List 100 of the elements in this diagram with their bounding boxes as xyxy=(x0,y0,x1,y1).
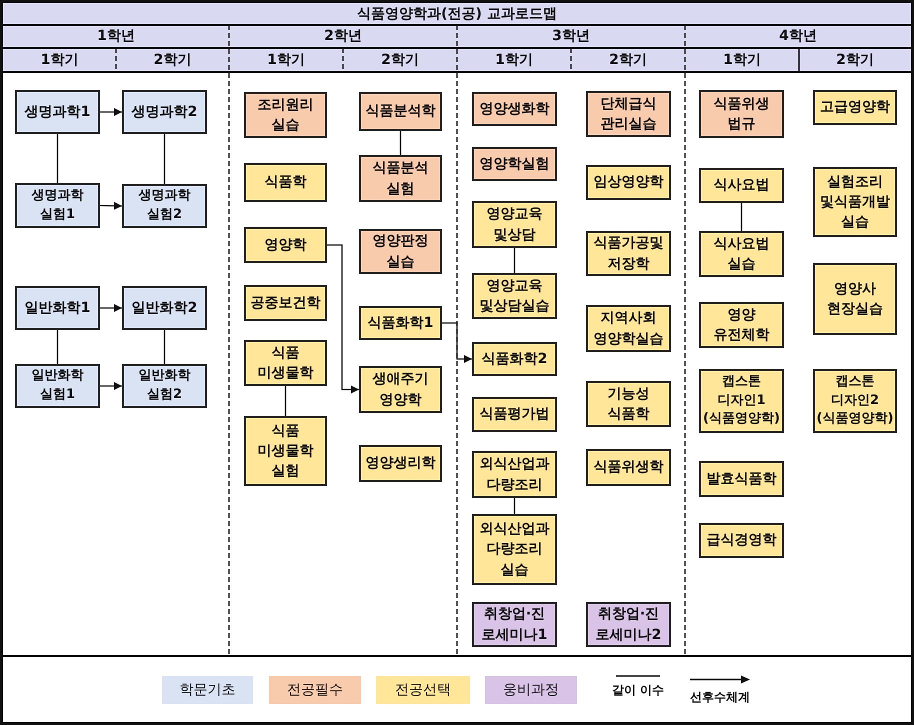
legend-key: 웅비과정 xyxy=(485,676,577,704)
arrow xyxy=(442,322,472,363)
course-name: 생명과학1 xyxy=(24,102,90,122)
year-header: 2학년 xyxy=(324,28,362,45)
course-name: 조리원리 실습 xyxy=(258,96,314,135)
course-box xyxy=(359,445,442,482)
course-name: 식사요법 실습 xyxy=(714,234,770,274)
connector-line xyxy=(514,498,516,514)
course-name: 캡스톤 디자인1 (식품영양학) xyxy=(703,372,780,428)
course-name: 식품평가법 xyxy=(480,405,550,424)
semester-header: 1학기 xyxy=(495,52,533,68)
course-box xyxy=(244,416,327,486)
course-name: 임상영양학 xyxy=(594,173,664,192)
course-name: 생명과학2 xyxy=(132,102,198,122)
course-box xyxy=(359,92,442,131)
connector-line xyxy=(740,203,742,231)
course-box xyxy=(359,229,442,274)
course-box xyxy=(359,155,442,202)
course-box xyxy=(472,514,557,585)
course-box xyxy=(122,90,207,134)
course-name: 영양생리학 xyxy=(366,454,436,474)
connector-line xyxy=(164,134,166,184)
course-box xyxy=(15,364,100,408)
course-name: 캡스톤 디자인2 (식품영양학) xyxy=(816,372,894,428)
course-name: 발효식품학 xyxy=(706,470,776,489)
course-name: 단체급식 관리실습 xyxy=(600,94,656,134)
course-name: 영양사 현장실습 xyxy=(827,280,883,319)
legend-label: 선후수체계 xyxy=(690,690,750,704)
course-box xyxy=(244,163,327,202)
arrow xyxy=(327,244,359,394)
course-name: 외식산업과 다량조리 실습 xyxy=(480,520,550,580)
arrow xyxy=(100,382,122,390)
course-name: 취창업·진로세미나2 xyxy=(594,605,662,644)
legend-key: 전공선택 xyxy=(376,676,470,704)
course-box xyxy=(699,461,784,497)
course-box xyxy=(122,286,207,330)
course-name: 식품 미생물학 실험 xyxy=(258,422,314,482)
course-box xyxy=(472,342,557,376)
course-name: 지역사회 영양학실습 xyxy=(594,309,664,348)
course-name: 고급영양학 xyxy=(820,98,890,118)
course-name: 일반화학 실험1 xyxy=(32,367,84,404)
connector-line xyxy=(56,330,58,364)
legend-key: 학문기초 xyxy=(162,676,253,704)
year-header: 1학년 xyxy=(97,28,135,45)
course-box xyxy=(244,285,327,321)
course-box xyxy=(244,227,327,263)
course-name: 기능성 식품학 xyxy=(608,384,650,424)
course-name: 식품분석학 xyxy=(366,102,436,122)
semester-header: 2학기 xyxy=(381,52,419,68)
arrow xyxy=(100,202,122,210)
course-box xyxy=(472,602,557,647)
course-box xyxy=(699,302,784,348)
course-box xyxy=(472,451,557,498)
semester-header: 1학기 xyxy=(723,52,761,68)
year-header: 3학년 xyxy=(552,28,590,45)
course-name: 영양교육 및상담실습 xyxy=(480,276,550,316)
course-box xyxy=(699,523,784,558)
arrow xyxy=(100,304,122,312)
course-name: 일반화학1 xyxy=(24,298,90,318)
course-box xyxy=(586,165,671,200)
course-box xyxy=(244,340,327,386)
course-name: 일반화학 실험2 xyxy=(138,367,190,404)
course-box xyxy=(472,201,557,248)
course-box xyxy=(699,168,784,203)
course-name: 식품 미생물학 xyxy=(258,344,314,383)
course-box xyxy=(472,92,557,126)
course-name: 식품화학2 xyxy=(482,350,548,369)
course-box xyxy=(813,90,897,125)
connector-line xyxy=(284,386,286,416)
connector-line xyxy=(514,248,516,273)
course-box xyxy=(813,167,897,237)
course-box xyxy=(472,273,557,319)
arrow xyxy=(100,108,122,116)
course-box xyxy=(813,263,897,335)
legend-label: 같이 이수 xyxy=(612,683,664,698)
course-name: 식품화학1 xyxy=(368,314,434,333)
course-name: 식품분석 실험 xyxy=(372,159,428,198)
course-box xyxy=(586,305,671,352)
course-box xyxy=(586,91,671,137)
connector-line xyxy=(164,330,166,364)
course-box xyxy=(472,397,557,432)
course-name: 영양교육 및상담 xyxy=(486,205,542,244)
course-box xyxy=(15,90,100,134)
course-box xyxy=(359,366,442,413)
connector-line xyxy=(400,131,402,155)
course-name: 외식산업과 다량조리 xyxy=(480,455,550,494)
course-name: 공중보건학 xyxy=(250,294,320,313)
course-box xyxy=(472,147,557,181)
course-name: 식사요법 xyxy=(714,176,770,196)
course-name: 생명과학 실험2 xyxy=(138,187,190,224)
semester-header: 2학기 xyxy=(836,52,874,68)
semester-header: 2학기 xyxy=(609,52,647,68)
legend-key: 전공필수 xyxy=(269,676,361,704)
course-name: 식품가공및 저장학 xyxy=(594,234,664,274)
course-name: 식품위생학 xyxy=(594,458,664,478)
course-box xyxy=(699,90,784,138)
course-box xyxy=(122,184,207,228)
title: 식품영양학과(전공) 교과로드맵 xyxy=(357,6,557,22)
course-name: 식품학 xyxy=(264,173,306,192)
course-name: 취창업·진로세미나1 xyxy=(480,605,548,644)
